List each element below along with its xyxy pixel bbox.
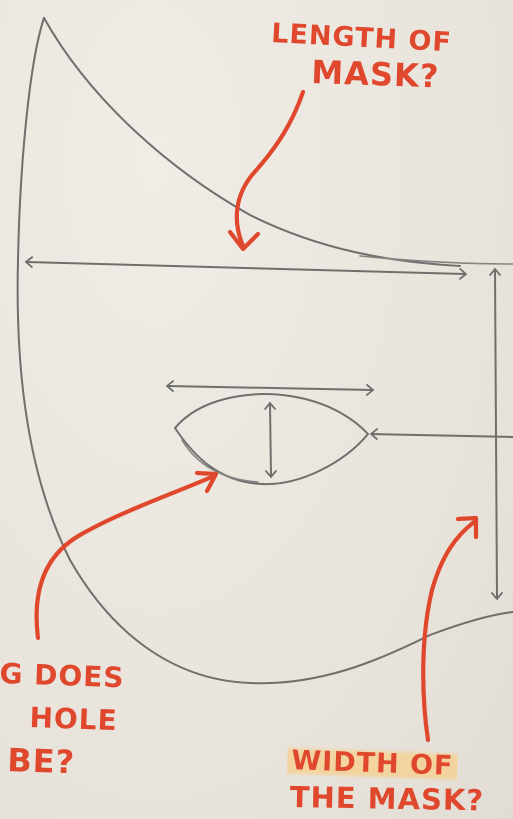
- eye-hole-annotation-arrow: [34, 473, 217, 641]
- eye-position-arrow: [369, 428, 513, 441]
- length-annotation-arrow: [234, 89, 306, 249]
- length-measure-arrow: [24, 256, 468, 280]
- width-label-line2: THE MASK?: [289, 780, 485, 818]
- eye-hole-sketch-line: [181, 439, 259, 483]
- width-annotation-arrow: [421, 519, 477, 743]
- length-annotation-arrowhead: [227, 229, 261, 252]
- length-label-line2: MASK?: [310, 53, 441, 96]
- eye-hole-height-arrow: [264, 401, 277, 479]
- eye-hole-label-line2: HOLE: [28, 701, 119, 738]
- eye-hole-annotation-arrowhead: [194, 470, 219, 494]
- width-label-line1: WIDTH OF: [286, 745, 458, 782]
- eye-hole-width-arrow: [165, 380, 375, 396]
- width-annotation-arrowhead: [455, 515, 479, 540]
- eye-hole-label-line3: BE?: [6, 741, 76, 782]
- eye-hole-label-line1: G DOES: [0, 657, 126, 695]
- width-measure-arrow: [489, 267, 503, 601]
- mask-outline-left: [16, 17, 513, 685]
